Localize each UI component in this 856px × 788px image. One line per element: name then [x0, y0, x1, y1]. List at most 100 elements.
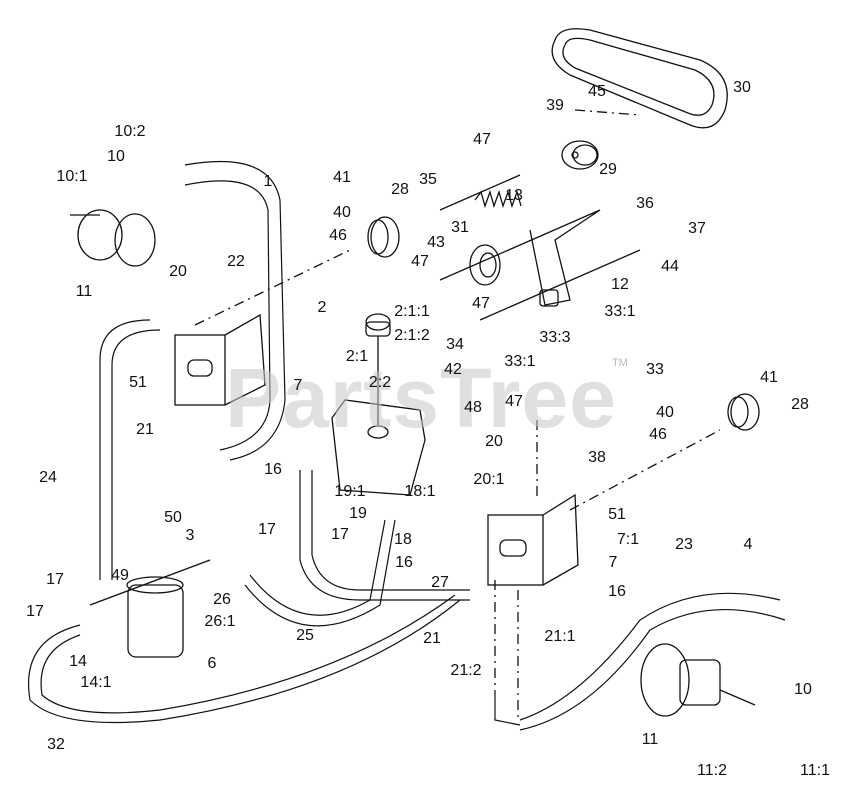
callout-label: 10:2 — [114, 123, 146, 140]
callout-label: 40 — [333, 204, 351, 221]
callout-label: 18 — [394, 531, 412, 548]
callout-label: 32 — [47, 736, 65, 753]
callout-label: 6 — [207, 655, 217, 672]
callout-label: 2 — [317, 299, 327, 316]
callout-label: 30 — [733, 79, 751, 96]
callout-label: 27 — [431, 574, 449, 591]
callout-label: 16 — [608, 583, 626, 600]
watermark-tm: TM — [612, 357, 628, 369]
callout-label: 24 — [39, 469, 57, 486]
callout-label: 7 — [293, 377, 303, 394]
pump-right — [487, 493, 579, 586]
callout-label: 16 — [264, 461, 282, 478]
callout-label: 10 — [107, 148, 125, 165]
callout-label: 14:1 — [80, 674, 112, 691]
callout-label: 48 — [464, 399, 482, 416]
callout-label: 11 — [75, 283, 93, 300]
callout-label: 2:1:2 — [394, 327, 430, 344]
callout-label: 51 — [129, 374, 147, 391]
callout-label: 29 — [599, 161, 617, 178]
watermark: PartsTree — [225, 351, 617, 445]
callout-label: 23 — [675, 536, 693, 553]
wheel-motor-left — [70, 209, 156, 267]
callout-label: 26:1 — [204, 613, 236, 630]
callout-label: 41 — [760, 369, 778, 386]
wheel-motor-right — [640, 643, 756, 717]
pulley-28-left — [367, 216, 400, 258]
callout-label: 11:1 — [800, 762, 830, 779]
callout-label: 40 — [656, 404, 674, 421]
callout-label: 17 — [46, 571, 64, 588]
callout-label: 47 — [472, 295, 490, 312]
callout-label: 47 — [411, 253, 429, 270]
callout-label: 33:1 — [504, 353, 536, 370]
drive-belt — [551, 28, 728, 129]
callout-label: 3 — [185, 527, 195, 544]
callout-label: 46 — [329, 227, 347, 244]
callout-label: 21:1 — [544, 628, 576, 645]
callout-label: 35 — [419, 171, 437, 188]
callout-label: 44 — [661, 258, 679, 275]
callout-label: 20 — [485, 433, 503, 450]
callout-label: 10 — [794, 681, 812, 698]
dashed-leaders — [194, 109, 721, 720]
callout-label: 33:3 — [539, 329, 571, 346]
oil-filter — [89, 559, 211, 658]
callout-label: 47 — [505, 393, 523, 410]
callout-label: 51 — [608, 506, 626, 523]
callout-label: 4 — [743, 536, 753, 553]
callout-label: 17 — [331, 526, 349, 543]
callout-label: 11 — [641, 731, 659, 748]
callout-label: 19:1 — [334, 483, 366, 500]
callout-label: 18:1 — [404, 483, 436, 500]
callout-label: 1 — [263, 173, 273, 190]
spring — [474, 189, 522, 209]
callout-label: 42 — [444, 361, 462, 378]
callout-label: 2:1 — [345, 348, 369, 365]
pulley-28-right — [727, 393, 760, 431]
callout-label: 12 — [611, 276, 629, 293]
callout-label: 7 — [608, 554, 618, 571]
callout-label: 39 — [546, 97, 564, 114]
callout-label: 28 — [391, 181, 409, 198]
callout-label: 2:1:1 — [394, 303, 430, 320]
callout-label: 21 — [423, 630, 441, 647]
callout-label: 17 — [26, 603, 44, 620]
callout-label: 38 — [588, 449, 606, 466]
callout-label: 26 — [213, 591, 231, 608]
fuel-tank — [331, 313, 426, 496]
callout-label: 28 — [791, 396, 809, 413]
callout-label: 31 — [451, 219, 469, 236]
callout-label: 20:1 — [473, 471, 505, 488]
pump-left — [174, 313, 266, 406]
callout-label: 25 — [296, 627, 314, 644]
callout-label: 50 — [164, 509, 182, 526]
callout-label: 47 — [473, 131, 491, 148]
callout-label: 7:1 — [616, 531, 640, 548]
callout-label: 2:2 — [368, 374, 392, 391]
callout-label: 41 — [333, 169, 351, 186]
callout-label: 17 — [258, 521, 276, 538]
callout-label: 34 — [446, 336, 464, 353]
callout-label: 21 — [136, 421, 154, 438]
callout-label: 33 — [646, 361, 664, 378]
callout-label: 37 — [688, 220, 706, 237]
callout-label: 36 — [636, 195, 654, 212]
callout-label: 22 — [227, 253, 245, 270]
callout-label: 21:2 — [450, 662, 482, 679]
hoses — [28, 160, 786, 731]
callout-label: 43 — [427, 234, 445, 251]
callout-label: 11:2 — [697, 762, 727, 779]
callout-label: 16 — [395, 554, 413, 571]
idler-pulley — [469, 244, 501, 286]
callout-label: 46 — [649, 426, 667, 443]
callout-label: 10:1 — [56, 168, 88, 185]
callout-label: 13 — [505, 187, 523, 204]
callout-label: 20 — [169, 263, 187, 280]
callout-label: 14 — [69, 653, 87, 670]
callout-label: 19 — [349, 505, 367, 522]
callout-label: 45 — [588, 83, 606, 100]
callout-label: 33:1 — [604, 303, 636, 320]
